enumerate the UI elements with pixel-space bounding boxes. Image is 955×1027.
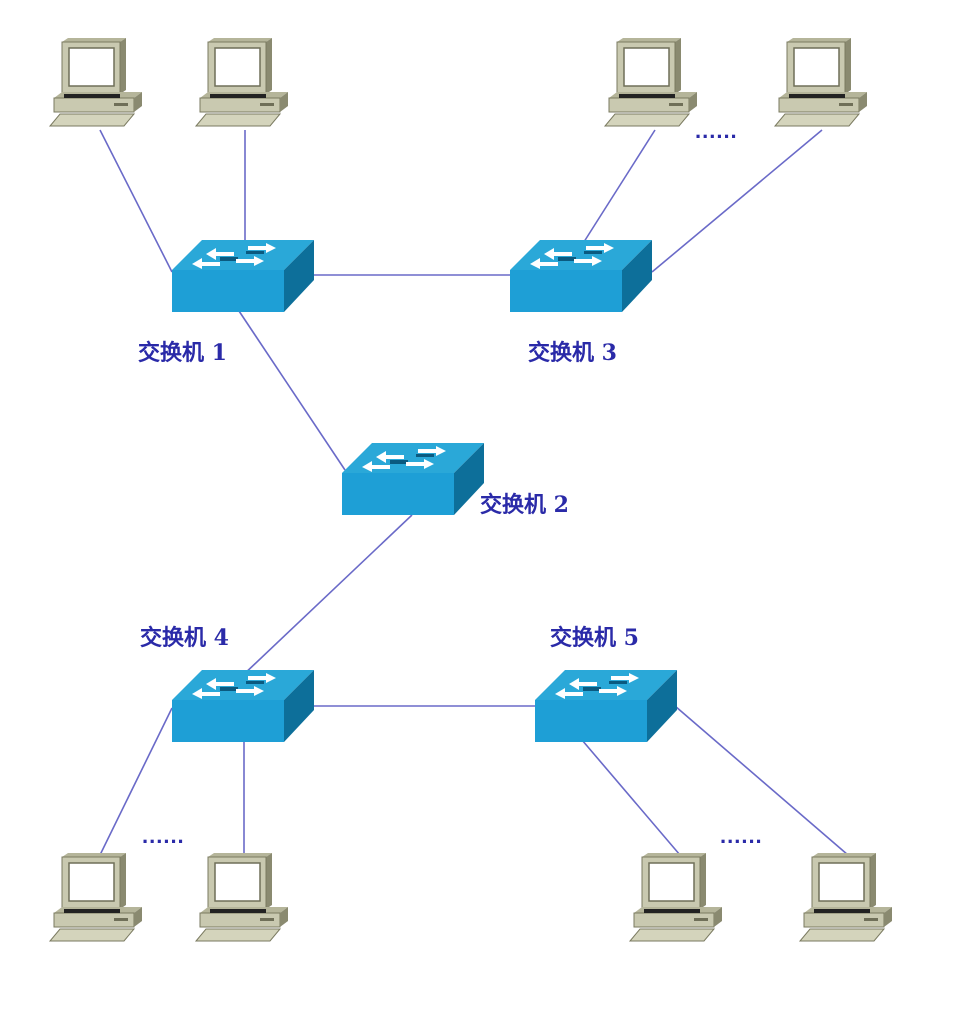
computer-3[interactable] bbox=[604, 37, 698, 127]
ellipsis-sw4: ...... bbox=[142, 823, 185, 848]
computer-6[interactable] bbox=[195, 852, 289, 942]
link-pc7-sw5 bbox=[581, 739, 681, 856]
computer-5[interactable] bbox=[49, 852, 143, 942]
computer-1[interactable] bbox=[49, 37, 143, 127]
computer-7[interactable] bbox=[629, 852, 723, 942]
switch-1-label: 交换机 1 bbox=[138, 340, 227, 366]
switch-1[interactable] bbox=[172, 240, 314, 312]
ellipsis-sw5: ...... bbox=[720, 823, 763, 848]
switch-5[interactable] bbox=[535, 670, 677, 742]
switch-2[interactable] bbox=[342, 443, 484, 515]
computer-4[interactable] bbox=[774, 37, 868, 127]
switch-3-label: 交换机 3 bbox=[528, 340, 617, 366]
switch-4[interactable] bbox=[172, 670, 314, 742]
switch-2-label: 交换机 2 bbox=[480, 492, 569, 518]
link-pc3-sw3 bbox=[581, 129, 656, 246]
computer-2[interactable] bbox=[195, 37, 289, 127]
link-sw2-sw4 bbox=[239, 514, 413, 679]
ellipsis-sw3: ...... bbox=[695, 118, 738, 143]
link-pc8-sw5 bbox=[674, 705, 849, 856]
switch-5-label: 交换机 5 bbox=[550, 625, 639, 651]
link-pc1-sw1 bbox=[99, 129, 173, 273]
link-pc5-sw4 bbox=[99, 707, 173, 856]
link-pc4-sw3 bbox=[651, 129, 823, 273]
links bbox=[99, 129, 849, 856]
switch-4-label: 交换机 4 bbox=[140, 625, 229, 651]
link-sw1-sw2 bbox=[236, 307, 346, 471]
computer-8[interactable] bbox=[799, 852, 893, 942]
switch-3[interactable] bbox=[510, 240, 652, 312]
